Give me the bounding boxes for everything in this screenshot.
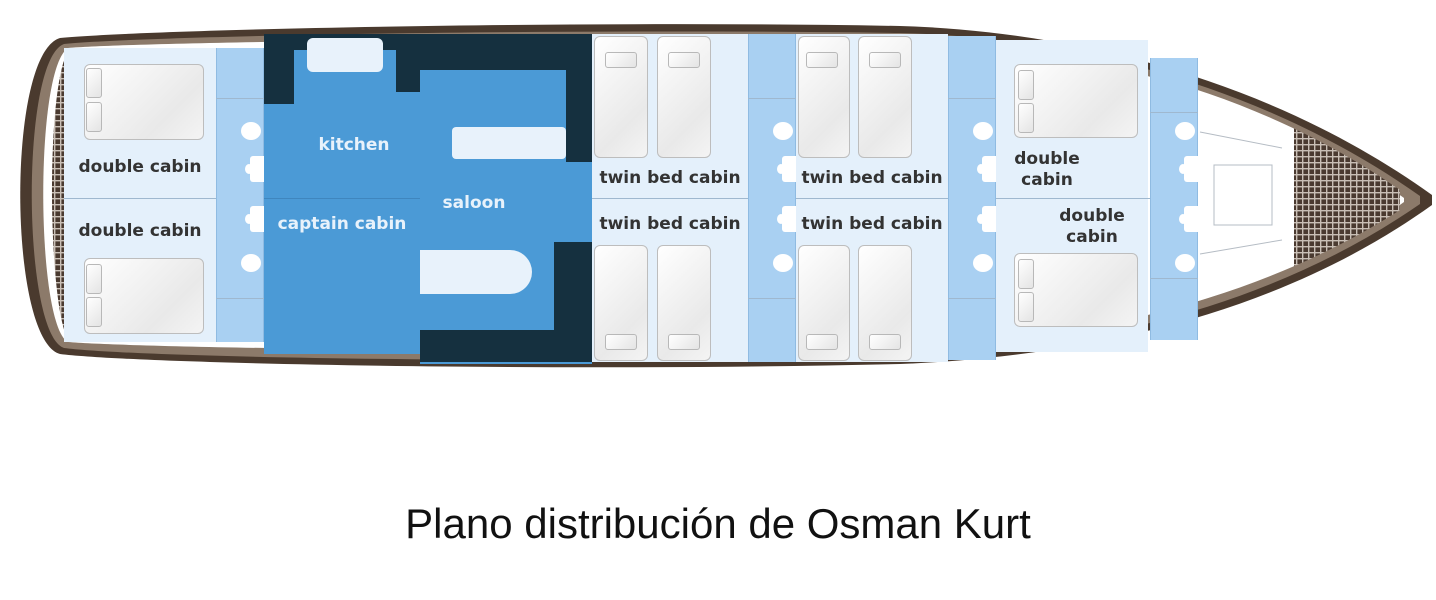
double-bed <box>84 64 204 140</box>
room-label: kitchen <box>318 135 390 155</box>
pillow <box>1018 259 1034 289</box>
bath-divider <box>1150 278 1198 279</box>
toilet-icon <box>241 254 261 272</box>
pillow <box>605 52 637 68</box>
double-bed <box>1014 253 1138 327</box>
pillow <box>668 334 700 350</box>
double-bed <box>1014 64 1138 138</box>
toilet-icon <box>773 122 793 140</box>
sink-icon <box>1184 206 1198 232</box>
pillow <box>605 334 637 350</box>
bath-divider <box>948 98 996 99</box>
room-label: twin bed cabin <box>599 214 741 234</box>
cabin-divider <box>996 198 1196 199</box>
bathroom <box>216 48 264 342</box>
saloon-sofa <box>420 250 532 294</box>
room-label: double cabin <box>78 221 202 241</box>
bathroom <box>948 36 996 360</box>
saloon-table <box>452 127 566 159</box>
sink-icon <box>245 214 253 224</box>
room-label: saloon <box>442 193 506 213</box>
sink-icon <box>250 156 264 182</box>
pillow <box>668 52 700 68</box>
bathroom <box>748 34 796 362</box>
saloon-seating <box>566 34 592 162</box>
toilet-icon <box>1175 122 1195 140</box>
pillow <box>869 52 901 68</box>
room-label: twin bed cabin <box>801 214 943 234</box>
toilet-icon <box>973 254 993 272</box>
cabin-divider <box>592 198 796 199</box>
pillow <box>86 102 102 132</box>
pillow <box>806 52 838 68</box>
pillow <box>86 68 102 98</box>
cabin-divider <box>796 198 996 199</box>
pillow <box>86 297 102 327</box>
saloon-seating <box>420 34 592 70</box>
room-label: double <box>1059 206 1125 226</box>
toilet-icon <box>773 254 793 272</box>
sink-icon <box>777 164 785 174</box>
room-label: twin bed cabin <box>801 168 943 188</box>
bathroom <box>1150 58 1198 340</box>
cabin-divider <box>264 198 420 199</box>
kitchen-counter <box>396 34 420 92</box>
sink-icon <box>250 206 264 232</box>
single-bed <box>594 245 648 361</box>
captain-cabin <box>264 198 420 354</box>
sink-icon <box>1184 156 1198 182</box>
room-label: double <box>1014 149 1080 169</box>
sink-icon <box>1179 214 1187 224</box>
pillow <box>1018 70 1034 100</box>
saloon-seating <box>420 330 592 362</box>
room-label: twin bed cabin <box>599 168 741 188</box>
pillow <box>869 334 901 350</box>
bath-divider <box>748 98 796 99</box>
bath-divider <box>216 98 264 99</box>
sink-icon <box>982 206 996 232</box>
room-label: cabin <box>1021 170 1073 190</box>
bath-divider <box>948 298 996 299</box>
toilet-icon <box>1175 254 1195 272</box>
cabin-divider <box>64 198 264 199</box>
sink-icon <box>982 156 996 182</box>
pillow <box>86 264 102 294</box>
toilet-icon <box>241 122 261 140</box>
sink-icon <box>777 214 785 224</box>
sink-icon <box>1179 164 1187 174</box>
sink-icon <box>782 156 796 182</box>
pillow <box>1018 292 1034 322</box>
pillow <box>1018 103 1034 133</box>
pillow <box>806 334 838 350</box>
sink-icon <box>977 164 985 174</box>
sink-icon <box>977 214 985 224</box>
sink-icon <box>782 206 796 232</box>
double-bed <box>84 258 204 334</box>
diagram-caption: Plano distribución de Osman Kurt <box>405 500 1031 547</box>
toilet-icon <box>973 122 993 140</box>
sink-icon <box>245 164 253 174</box>
room-label: cabin <box>1066 227 1118 247</box>
room-label: double cabin <box>78 157 202 177</box>
room-label: captain cabin <box>277 214 407 234</box>
kitchen-sink <box>307 38 383 72</box>
bath-divider <box>1150 112 1198 113</box>
bath-divider <box>216 298 264 299</box>
bath-divider <box>748 298 796 299</box>
